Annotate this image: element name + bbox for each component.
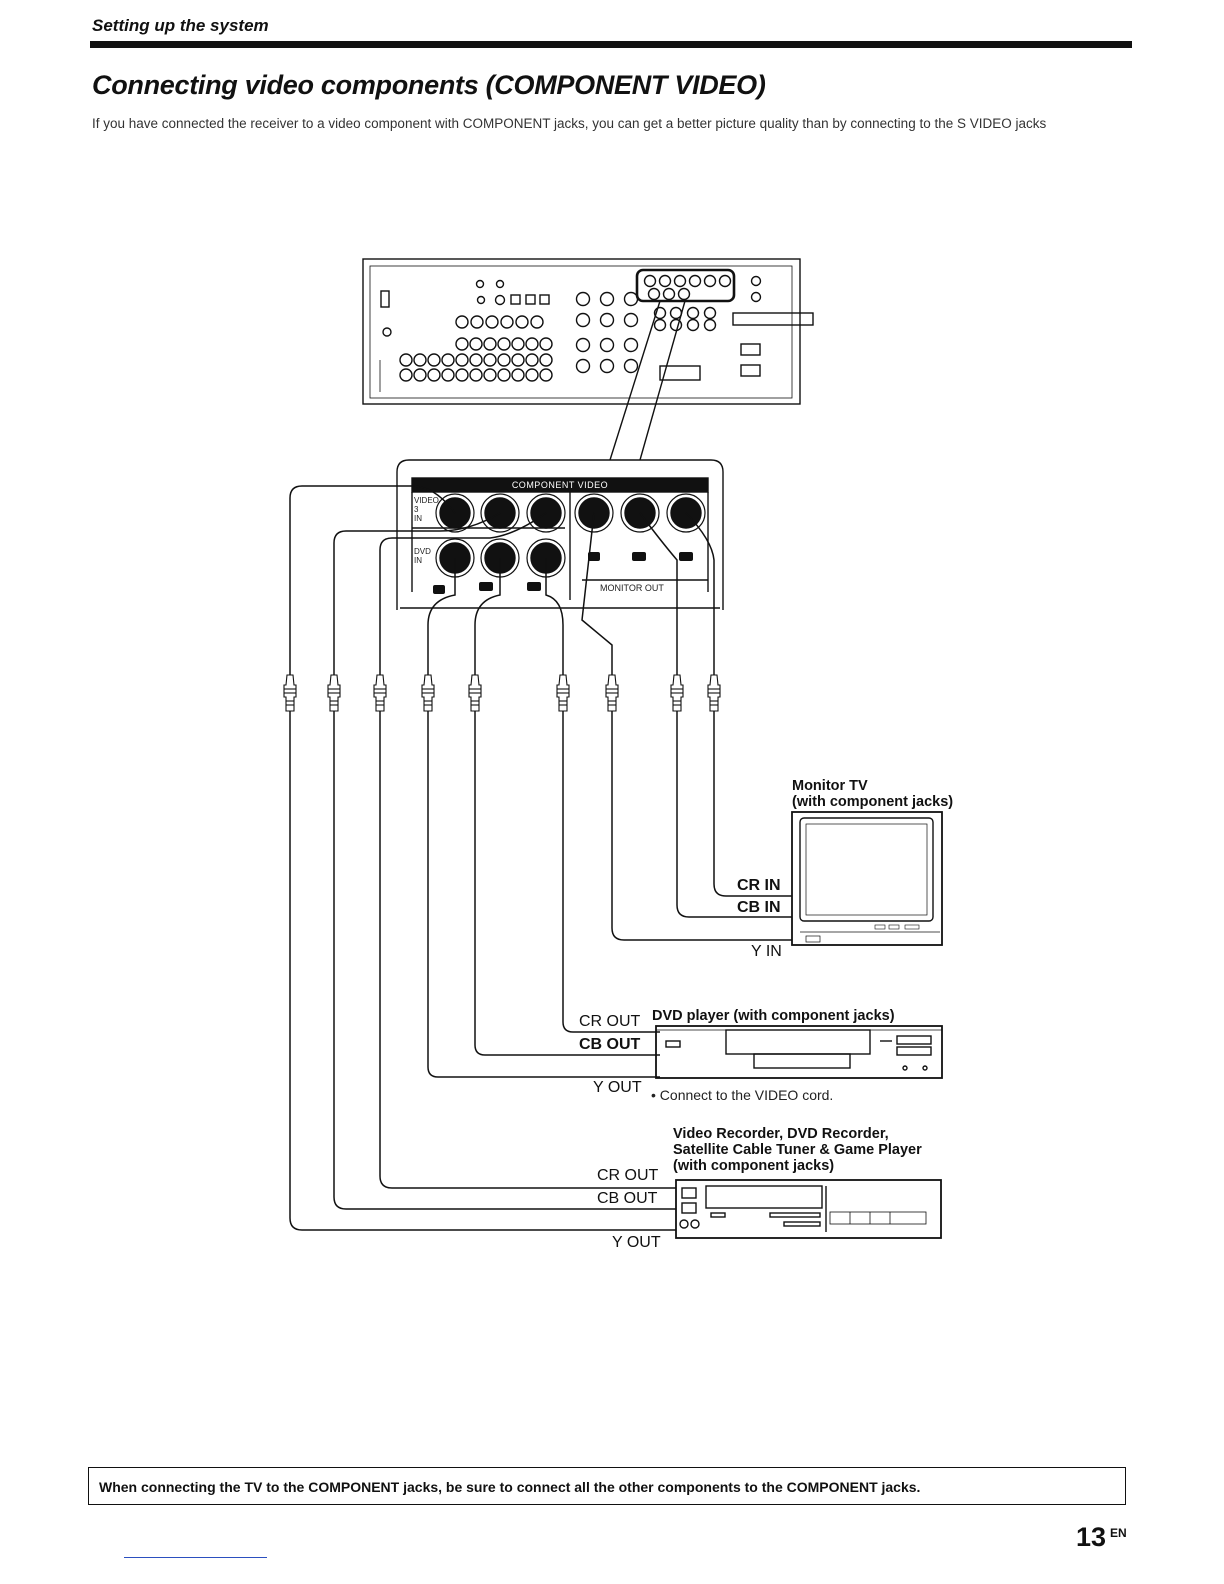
monitor-out-label: MONITOR OUT	[600, 583, 664, 593]
dvd-cr-out-label: CR OUT	[579, 1013, 641, 1030]
recorder-y-out-label: Y OUT	[612, 1234, 661, 1251]
cables	[289, 485, 792, 1231]
page-language-suffix: EN	[1110, 1526, 1127, 1540]
dvd-y-out-label: Y OUT	[593, 1079, 642, 1096]
component-video-panel	[396, 459, 724, 610]
dvd-player-illustration	[655, 1025, 943, 1079]
recorder-cb-out-label: CB OUT	[597, 1190, 658, 1207]
tv-cr-in-label: CR IN	[737, 877, 781, 894]
page-number: 13	[1076, 1522, 1107, 1552]
monitor-tv-subtitle: (with component jacks)	[792, 794, 954, 810]
tv-y-in-label: Y IN	[751, 943, 782, 960]
recorder-name-line2: Satellite Cable Tuner & Game Player	[673, 1142, 922, 1158]
page-title: Connecting video components (COMPONENT V…	[92, 70, 766, 100]
video-recorder-illustration	[675, 1179, 942, 1239]
dvd-in-label: DVD IN	[414, 547, 431, 565]
monitor-tv-illustration	[791, 811, 943, 946]
header-rule	[90, 41, 1132, 48]
notice-box: When connecting the TV to the COMPONENT …	[88, 1467, 1126, 1505]
recorder-name-line1: Video Recorder, DVD Recorder,	[673, 1126, 889, 1142]
dvd-cb-out-label: CB OUT	[579, 1036, 641, 1053]
footer-rule	[124, 1557, 267, 1558]
receiver-rear-panel	[362, 258, 814, 405]
recorder-cr-out-label: CR OUT	[597, 1167, 659, 1184]
notice-text: When connecting the TV to the COMPONENT …	[99, 1479, 921, 1495]
recorder-name-line3: (with component jacks)	[673, 1158, 835, 1174]
tv-cb-in-label: CB IN	[737, 899, 781, 916]
rca-plugs	[283, 674, 721, 712]
panel-title: COMPONENT VIDEO	[511, 480, 609, 490]
video3-in-label: VIDEO 3 IN	[414, 496, 439, 523]
section-heading: Setting up the system	[92, 16, 269, 35]
dvd-player-name: DVD player (with component jacks)	[652, 1008, 895, 1024]
monitor-tv-name: Monitor TV	[792, 778, 868, 794]
dvd-note: • Connect to the VIDEO cord.	[651, 1087, 834, 1103]
intro-paragraph: If you have connected the receiver to a …	[92, 116, 1047, 131]
